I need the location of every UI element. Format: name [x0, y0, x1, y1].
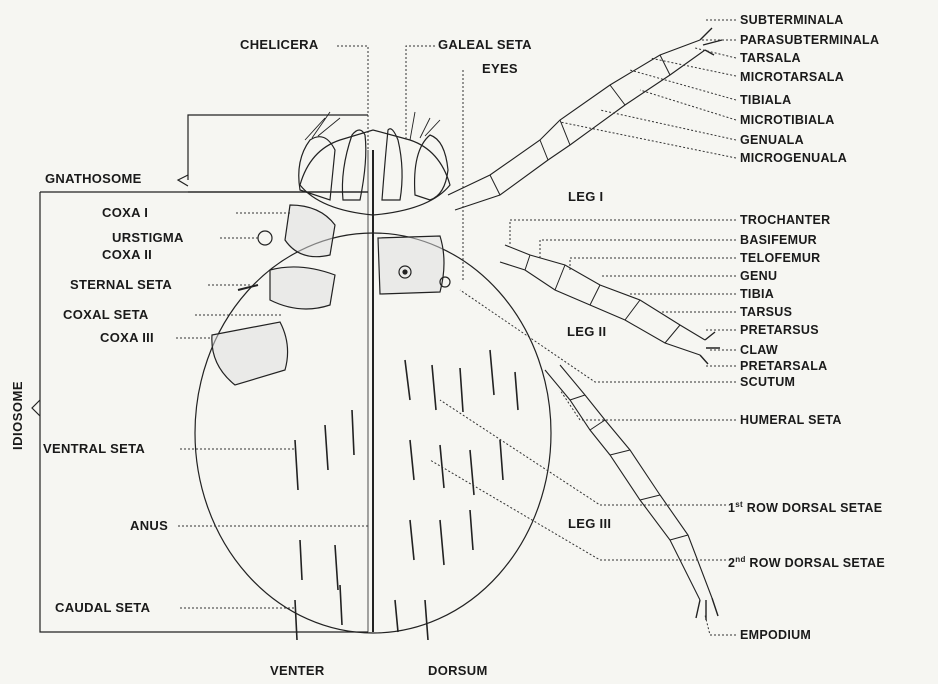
label-ventral-seta: VENTRAL SETA [43, 442, 145, 456]
label-urstigma: URSTIGMA [112, 231, 184, 245]
label-microtibiala: MICROTIBIALA [740, 113, 835, 127]
label-claw: CLAW [740, 343, 778, 357]
label-galeal-seta: GALEAL SETA [438, 38, 532, 52]
label-chelicera: CHELICERA [240, 38, 319, 52]
label-row1-dorsal-setae: 1st ROW DORSAL SETAE [728, 498, 882, 515]
label-subterminala: SUBTERMINALA [740, 13, 844, 27]
label-coxa-1: COXA I [102, 206, 148, 220]
chelicera-left [342, 130, 365, 200]
scutum [378, 236, 444, 294]
label-genu: GENU [740, 269, 777, 283]
coxa-1-shape [285, 205, 335, 257]
gnathosome-bracket [188, 115, 368, 192]
ventral-setae [295, 410, 354, 640]
label-leg-1: LEG I [568, 190, 603, 204]
label-coxal-seta: COXAL SETA [63, 308, 149, 322]
label-telofemur: TELOFEMUR [740, 251, 820, 265]
label-gnathosome: GNATHOSOME [45, 172, 142, 186]
leg-3 [545, 365, 712, 600]
coxa-2-shape [270, 267, 335, 309]
label-sternal-seta: STERNAL SETA [70, 278, 172, 292]
label-idiosome: IDIOSOME [10, 381, 25, 450]
label-dorsum: DORSUM [428, 664, 488, 678]
label-caudal-seta: CAUDAL SETA [55, 601, 150, 615]
label-leg-2: LEG II [567, 325, 606, 339]
dorsal-setae [395, 350, 518, 640]
label-pretarsus: PRETARSUS [740, 323, 819, 337]
coxa-3-shape [212, 322, 288, 385]
label-row2-dorsal-setae: 2nd ROW DORSAL SETAE [728, 553, 885, 570]
idiosome-bracket [40, 192, 368, 632]
label-humeral-seta: HUMERAL SETA [740, 413, 842, 427]
label-coxa-3: COXA III [100, 331, 154, 345]
label-venter: VENTER [270, 664, 325, 678]
label-trochanter: TROCHANTER [740, 213, 831, 227]
label-basifemur: BASIFEMUR [740, 233, 817, 247]
label-anus: ANUS [130, 519, 168, 533]
label-tarsus: TARSUS [740, 305, 792, 319]
label-leg-3: LEG III [568, 517, 611, 531]
label-parasubterminala: PARASUBTERMINALA [740, 33, 879, 47]
label-empodium: EMPODIUM [740, 628, 811, 642]
label-microtarsala: MICROTARSALA [740, 70, 844, 84]
label-coxa-2: COXA II [102, 248, 152, 262]
chelicera-right [382, 129, 402, 200]
label-tarsala: TARSALA [740, 51, 801, 65]
gnathosome-shape [300, 130, 450, 215]
label-scutum: SCUTUM [740, 375, 795, 389]
label-genuala: GENUALA [740, 133, 804, 147]
label-microgenuala: MICROGENUALA [740, 151, 847, 165]
label-pretarsala: PRETARSALA [740, 359, 828, 373]
label-eyes: EYES [482, 62, 518, 76]
label-tibia: TIBIA [740, 287, 774, 301]
label-tibiala: TIBIALA [740, 93, 791, 107]
urstigma [258, 231, 272, 245]
